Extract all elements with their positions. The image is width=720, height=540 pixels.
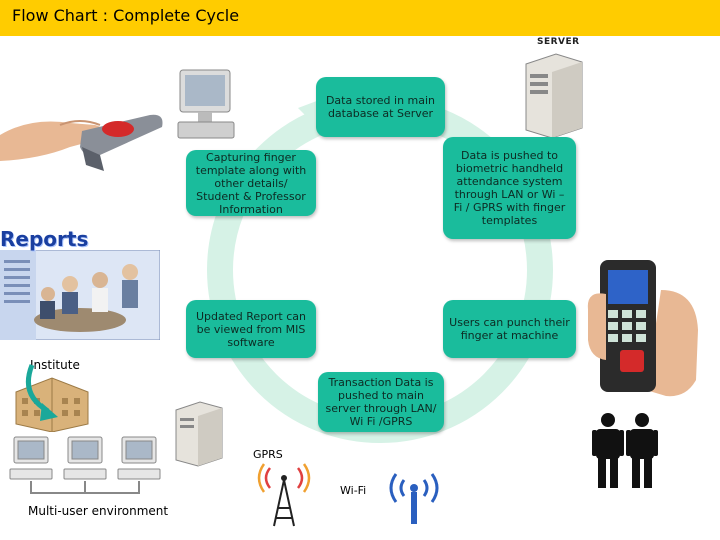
page-title: Flow Chart : Complete Cycle <box>12 6 240 25</box>
multi-user-label: Multi-user environment <box>28 504 169 518</box>
step-updated-report: Updated Report can be viewed from MIS so… <box>186 300 316 358</box>
step-transaction-data: Transaction Data is pushed to main serve… <box>318 372 444 432</box>
server-icon-bottom <box>175 401 223 467</box>
step-users-punch-text: Users can punch their finger at machine <box>449 316 570 342</box>
reports-label: Reports <box>0 227 89 251</box>
computer-monitor-icon <box>177 69 235 139</box>
step-transaction-data-text: Transaction Data is pushed to main serve… <box>325 376 437 428</box>
step-data-stored: Data stored in main database at Server <box>316 77 445 137</box>
step-updated-report-text: Updated Report can be viewed from MIS so… <box>195 309 307 349</box>
curved-arrow-icon <box>26 364 58 421</box>
institute-building-icon <box>15 377 89 432</box>
institute-label: Institute <box>30 358 80 372</box>
fingerprint-scanner-icon <box>0 114 163 171</box>
step-capturing-finger: Capturing finger template along with oth… <box>186 150 316 216</box>
server-label: SERVER <box>537 37 580 47</box>
wifi-antenna-icon <box>389 473 439 524</box>
gprs-label: GPRS <box>253 448 283 461</box>
reports-screenshot-image <box>0 250 160 340</box>
step-data-pushed: Data is pushed to biometric handheld att… <box>443 137 576 239</box>
step-users-punch: Users can punch their finger at machine <box>443 300 576 358</box>
multi-user-computers-icon <box>9 436 161 494</box>
title-bar: Flow Chart : Complete Cycle <box>0 0 720 36</box>
gprs-tower-icon <box>257 463 311 527</box>
step-data-pushed-text: Data is pushed to biometric handheld att… <box>453 149 566 227</box>
people-icon <box>592 413 658 488</box>
step-capturing-finger-text: Capturing finger template along with oth… <box>195 150 307 216</box>
server-icon <box>525 53 583 139</box>
biometric-handheld-device-icon <box>587 260 698 397</box>
wifi-label: Wi-Fi <box>340 484 367 497</box>
step-data-stored-text: Data stored in main database at Server <box>325 94 436 120</box>
